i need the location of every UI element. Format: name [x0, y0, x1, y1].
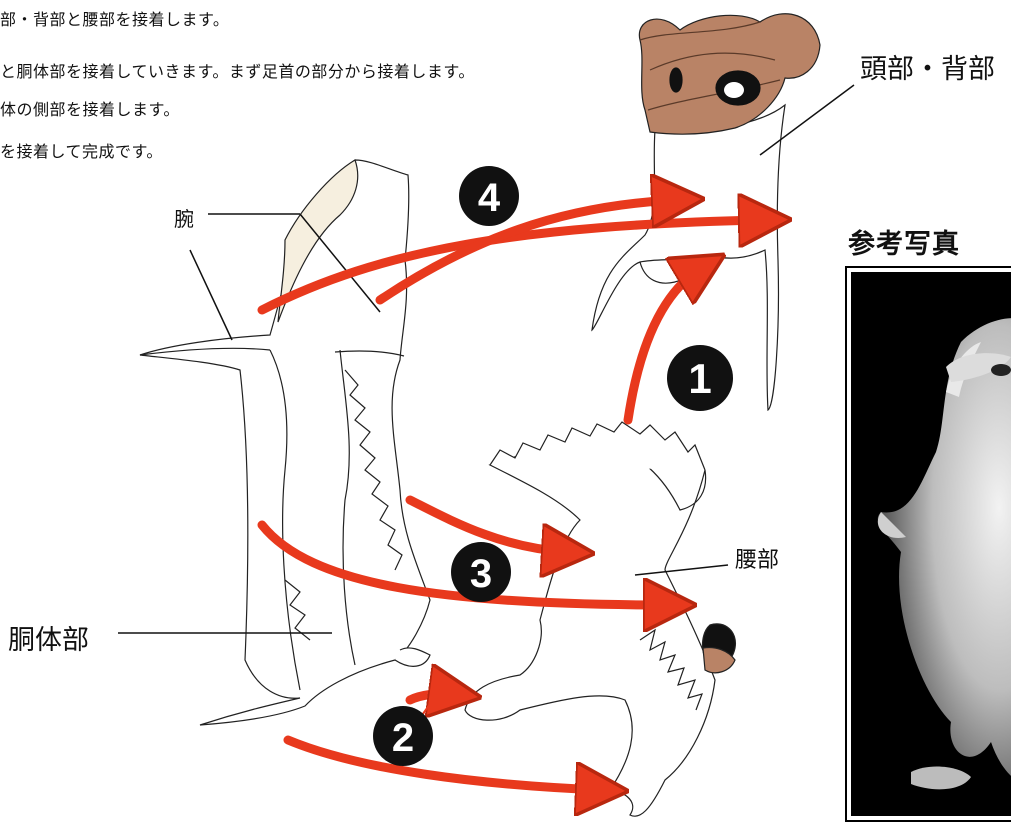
arrow-step-2a — [405, 693, 455, 700]
reference-photo — [851, 272, 1011, 816]
instruction-line-4: を接着して完成です。 — [0, 142, 163, 161]
step-badge-1: 1 — [667, 345, 733, 411]
arrow-step-2b — [283, 735, 602, 790]
reference-photo-frame — [845, 266, 1011, 822]
instruction-line-3: 体の側部を接着します。 — [0, 100, 180, 119]
reference-photo-title: 参考写真 — [848, 229, 960, 260]
step-badge-2: 2 — [373, 706, 433, 766]
arrow-step-3a — [405, 495, 568, 552]
leader-waist — [634, 564, 729, 576]
arrow-step-3b — [257, 520, 670, 605]
svg-text:3: 3 — [470, 552, 492, 596]
label-arm: 腕 — [174, 207, 194, 231]
step-badges: 1 4 3 2 — [373, 166, 733, 766]
svg-text:2: 2 — [392, 716, 414, 760]
arrows — [257, 200, 765, 790]
eye — [669, 67, 683, 93]
arm-tab — [277, 159, 359, 323]
leader-arm-right — [299, 213, 381, 313]
step-badge-4: 4 — [459, 166, 519, 226]
arrow-step-4b — [375, 200, 678, 305]
leader-arm-left — [189, 249, 233, 341]
svg-text:4: 4 — [478, 176, 501, 220]
instruction-line-2: と胴体部を接着していきます。まず足首の部分から接着します。 — [0, 62, 475, 81]
leader-head-back — [759, 84, 855, 156]
arrow-step-1 — [623, 268, 702, 425]
label-waist: 腰部 — [735, 548, 780, 573]
leader-lines — [118, 84, 855, 634]
step-badge-3: 3 — [451, 542, 511, 602]
svg-text:1: 1 — [688, 355, 711, 402]
torso-part — [139, 159, 431, 726]
waist-part — [464, 421, 737, 817]
label-head-back: 頭部・背部 — [860, 54, 995, 85]
instruction-line-1: 部・背部と腰部を接着します。 — [0, 10, 230, 29]
label-torso: 胴体部 — [8, 625, 89, 656]
